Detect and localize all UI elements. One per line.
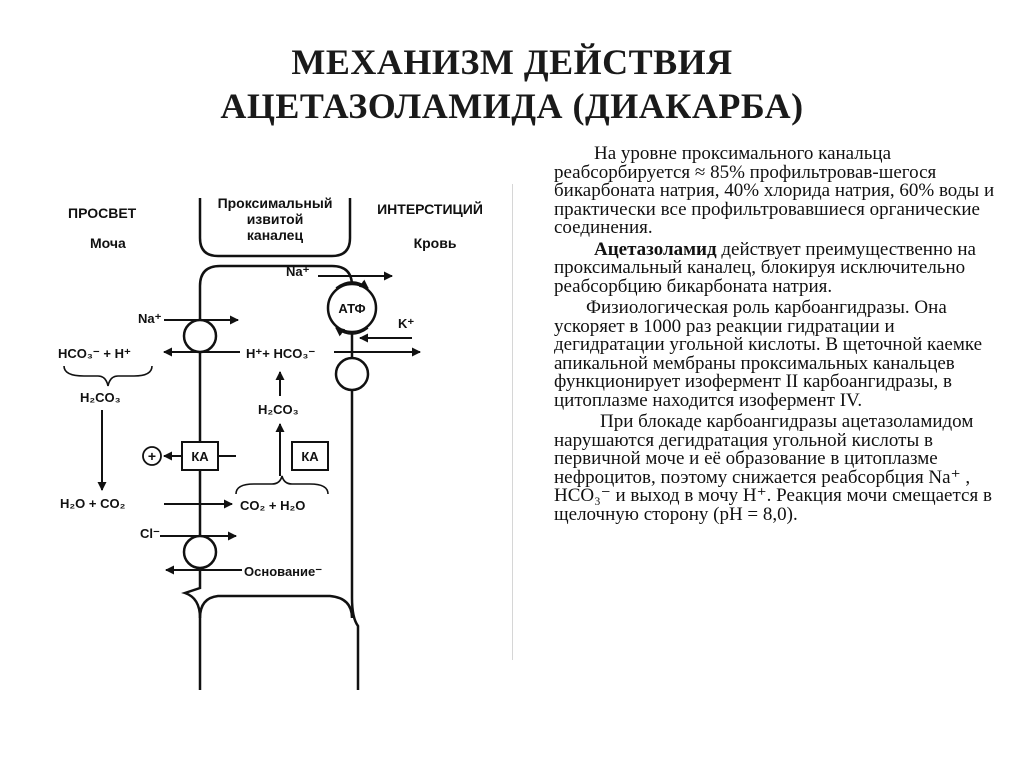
ka-lumen-label: КА [191, 449, 209, 464]
atp-pump [326, 282, 378, 334]
cl-label: Cl⁻ [140, 526, 160, 541]
bicarb-transporter [334, 356, 370, 392]
na-lumen-label: Na⁺ [138, 311, 162, 326]
lumen-label: ПРОСВЕТ [68, 205, 137, 221]
blood-label: Кровь [414, 235, 457, 251]
na-blood-label: Na⁺ [286, 264, 310, 279]
h2o-co2-lumen-label: H₂O + CO₂ [60, 496, 126, 511]
ka-cell-box [291, 441, 329, 471]
paragraph-2: Ацетазоламид действует преимущественно н… [554, 238, 976, 297]
co2-h2o-cell-label: CO₂ + H₂O [240, 498, 305, 513]
tubule-label-2: извитой [247, 211, 304, 227]
atp-cycle-arrow-bottom [335, 327, 369, 337]
h2co3-lumen-label: H₂CO₃ [80, 390, 121, 405]
urine-label: Моча [90, 235, 126, 251]
h-hco3-cell-label: H⁺+ HCO₃⁻ [246, 346, 315, 361]
atp-label: АТФ [338, 301, 365, 316]
page-title-line-1: МЕХАНИЗМ ДЕЙСТВИЯ [291, 42, 733, 82]
main-cell-outline [181, 264, 360, 690]
explanation-text: На уровне проксимального канальца реабсо… [554, 143, 1004, 527]
ka-cell-label: КА [301, 449, 319, 464]
h2co3-cell-label: H₂CO₃ [258, 402, 299, 417]
atp-cycle-arrow-top [335, 279, 369, 289]
upper-cell-outline [198, 198, 352, 258]
drug-name: Ацетазоламид [594, 238, 717, 260]
base-label: Основание⁻ [244, 564, 322, 579]
cl-base-exchanger [182, 534, 218, 570]
page-title-line-2: АЦЕТАЗОЛАМИДА (ДИАКАРБА) [220, 86, 804, 126]
tubule-label-1: Проксимальный [218, 195, 333, 211]
paragraph-1: На уровне проксимального канальца реабсо… [554, 143, 995, 238]
cell-brace [235, 475, 329, 495]
paragraph-3: Физиологическая роль карбоангидразы. Она… [554, 297, 983, 411]
na-h-exchanger [182, 318, 218, 354]
k-plus-label: K⁺ [398, 316, 414, 331]
lower-cell-outline [198, 594, 354, 619]
plus-sign: + [148, 448, 156, 464]
interstitium-label: ИНТЕРСТИЦИЙ [377, 200, 483, 217]
column-divider [512, 184, 513, 660]
tubule-label-3: каналец [247, 227, 304, 243]
lumen-brace [63, 365, 153, 387]
paragraph-4: При блокаде карбоангидразы ацетазоламидо… [554, 411, 992, 525]
hco3-h-lumen-label: HCO₃⁻ + H⁺ [58, 346, 131, 361]
mechanism-diagram: ПРОСВЕТ Моча Проксимальный извитой канал… [58, 195, 483, 690]
plus-circle [142, 446, 162, 466]
